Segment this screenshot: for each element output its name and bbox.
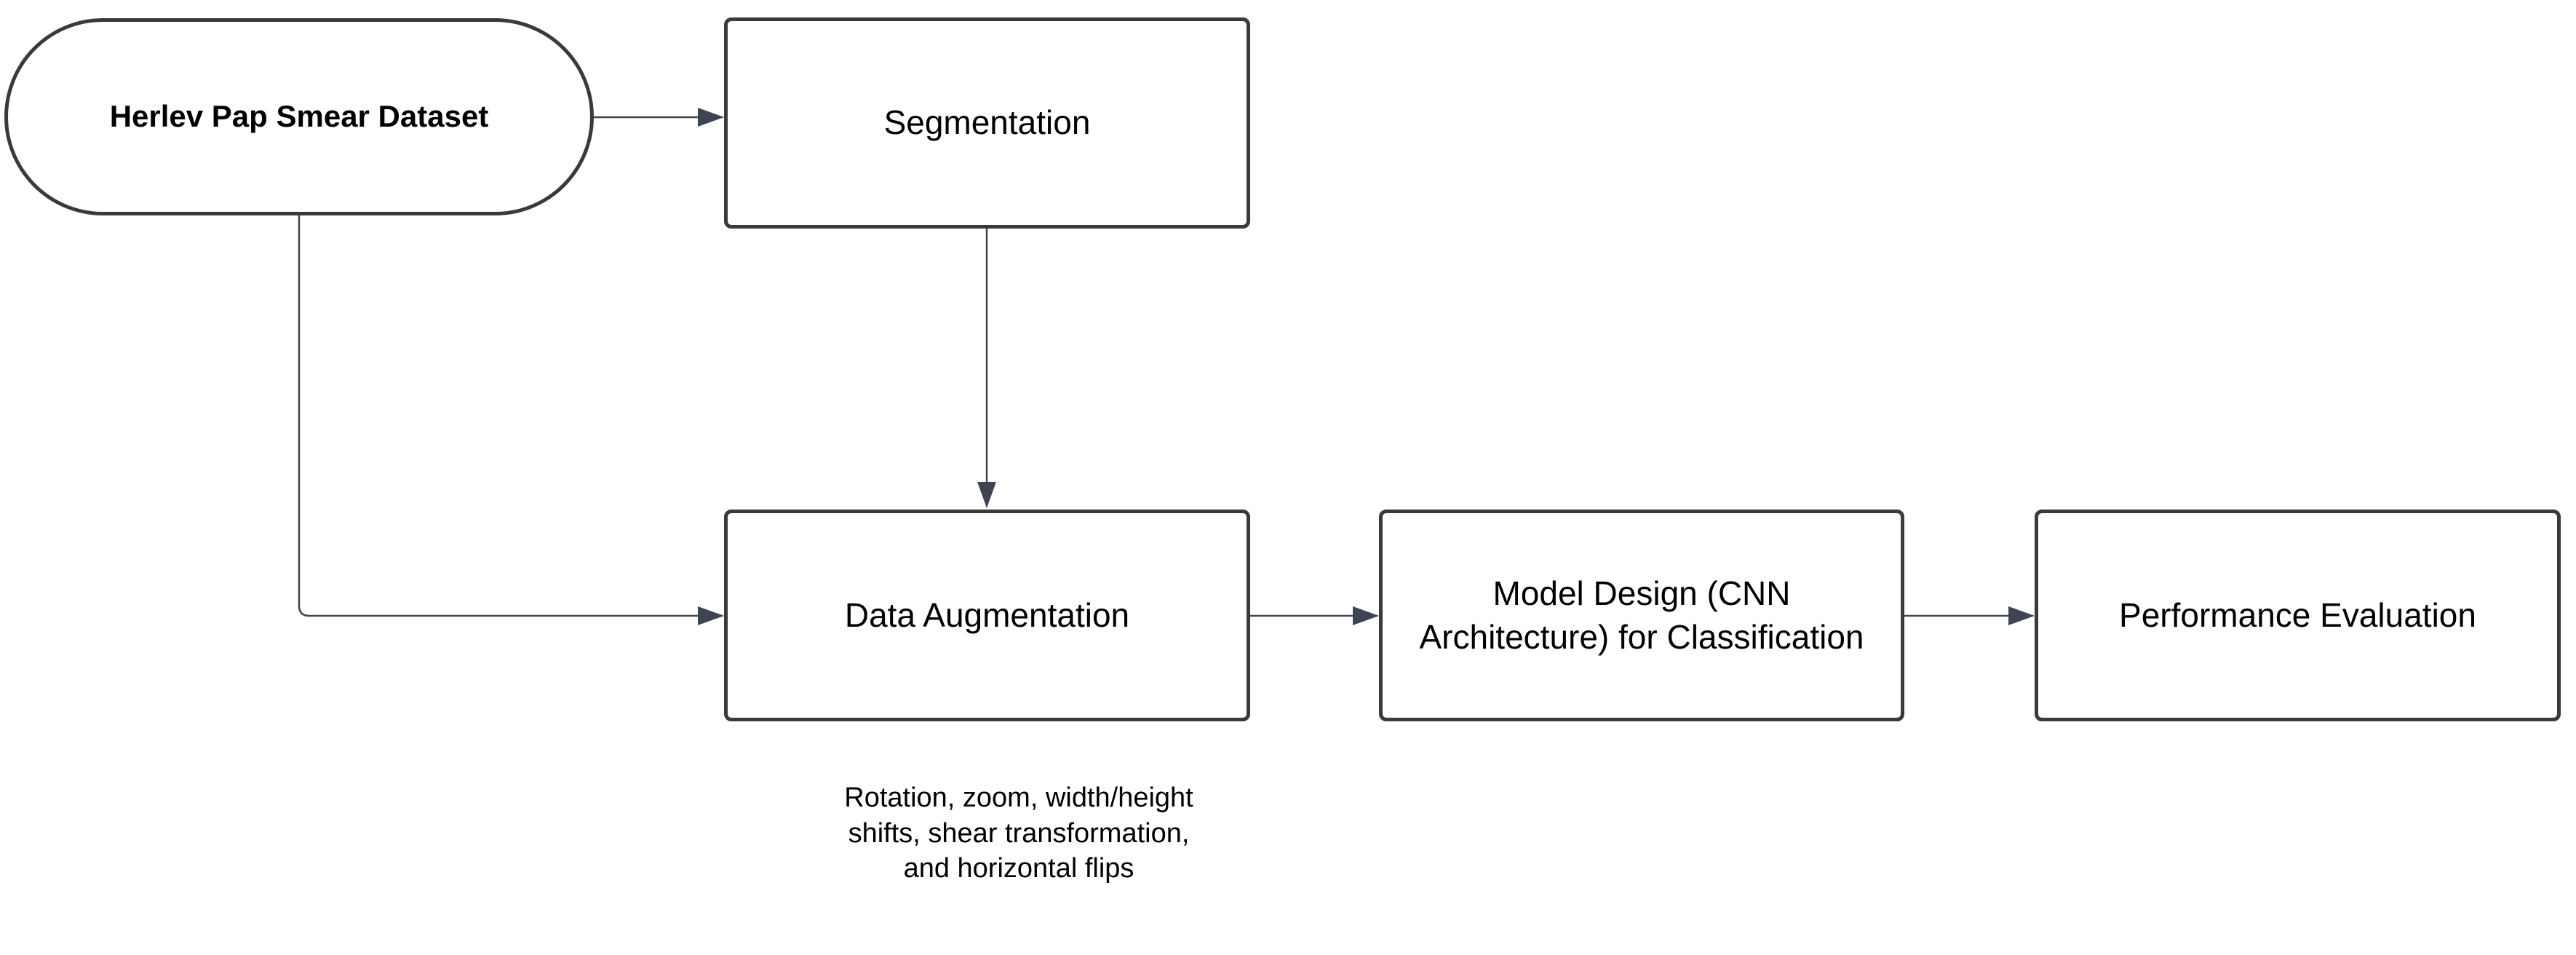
- augmentation-details-text: Rotation, zoom, width/height shifts, she…: [844, 782, 1193, 884]
- node-herlev-dataset-label: Herlev Pap Smear Dataset: [109, 99, 489, 134]
- node-data-augmentation-label: Data Augmentation: [844, 595, 1130, 634]
- node-herlev-dataset: Herlev Pap Smear Dataset: [4, 18, 594, 215]
- node-performance-evaluation: Performance Evaluation: [2035, 510, 2561, 721]
- node-segmentation-label: Segmentation: [883, 103, 1091, 142]
- node-model-design: Model Design (CNN Architecture) for Clas…: [1379, 510, 1904, 721]
- augmentation-details-note: Rotation, zoom, width/height shifts, she…: [822, 780, 1215, 887]
- node-segmentation: Segmentation: [724, 17, 1250, 229]
- node-model-design-label: Model Design (CNN Architecture) for Clas…: [1419, 574, 1864, 656]
- node-data-augmentation: Data Augmentation: [724, 510, 1250, 721]
- node-performance-evaluation-label: Performance Evaluation: [2119, 595, 2476, 634]
- arrow-dataset-to-augmentation: [298, 215, 724, 625]
